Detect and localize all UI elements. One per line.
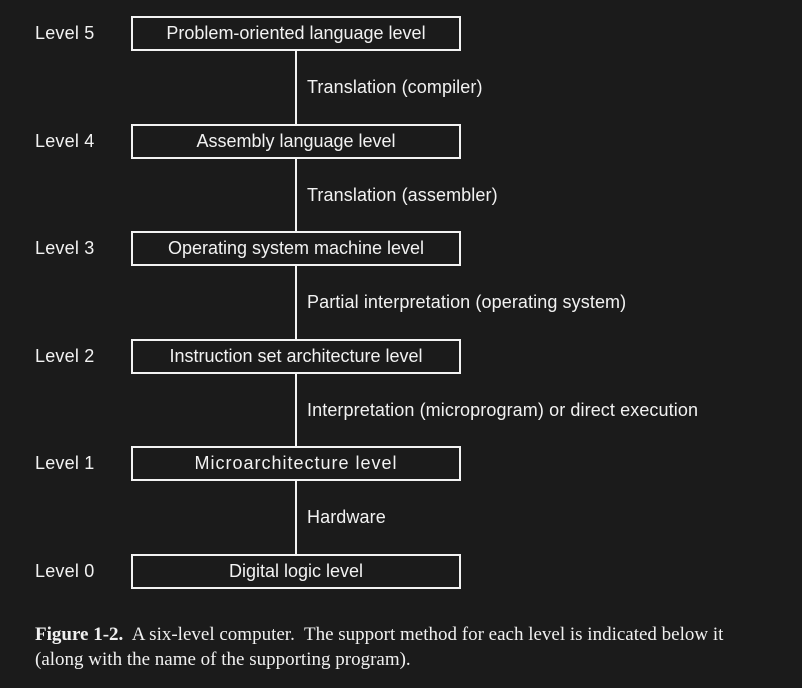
caption-text: A six-level computer. The support method… xyxy=(35,624,729,670)
connector-line xyxy=(295,51,297,124)
connector-label-assembler: Translation (assembler) xyxy=(307,184,498,205)
level-row-0: Level 0 Digital logic level xyxy=(0,554,802,589)
connector-4-3: Translation (assembler) xyxy=(0,159,802,231)
level-box-assembly: Assembly language level xyxy=(131,124,461,159)
level-row-1: Level 1 Microarchitecture level xyxy=(0,446,802,481)
level-label-4: Level 4 xyxy=(35,131,95,151)
level-row-4: Level 4 Assembly language level xyxy=(0,124,802,159)
figure-number: Figure 1-2. xyxy=(35,624,124,645)
level-box-problem-oriented: Problem-oriented language level xyxy=(131,16,461,51)
level-label-1: Level 1 xyxy=(35,453,95,473)
level-box-digital-logic: Digital logic level xyxy=(131,554,461,589)
connector-label-compiler: Translation (compiler) xyxy=(307,77,483,97)
level-box-isa: Instruction set architecture level xyxy=(131,339,461,374)
connector-line xyxy=(295,159,297,231)
connector-2-1: Interpretation (microprogram) or direct … xyxy=(0,374,802,446)
connector-5-4: Translation (compiler) xyxy=(0,51,802,124)
level-row-2: Level 2 Instruction set architecture lev… xyxy=(0,339,802,374)
level-row-5: Level 5 Problem-oriented language level xyxy=(0,16,802,51)
connector-label-interpretation: Interpretation (microprogram) or direct … xyxy=(307,399,699,420)
level-row-3: Level 3 Operating system machine level xyxy=(0,231,802,266)
level-label-5: Level 5 xyxy=(35,23,95,43)
connector-1-0: Hardware xyxy=(0,481,802,554)
connector-line xyxy=(295,374,297,446)
level-label-2: Level 2 xyxy=(35,346,95,366)
level-box-microarchitecture: Microarchitecture level xyxy=(131,446,461,481)
level-box-operating-system: Operating system machine level xyxy=(131,231,461,266)
figure-caption: Figure 1-2. A six-level computer. The su… xyxy=(35,623,773,672)
level-label-3: Level 3 xyxy=(35,238,95,258)
connector-line xyxy=(295,266,297,339)
level-label-0: Level 0 xyxy=(35,561,95,581)
connector-3-2: Partial interpretation (operating system… xyxy=(0,266,802,339)
connector-line xyxy=(295,481,297,554)
connector-label-partial-interpretation: Partial interpretation (operating system… xyxy=(307,292,627,312)
connector-label-hardware: Hardware xyxy=(307,507,386,527)
